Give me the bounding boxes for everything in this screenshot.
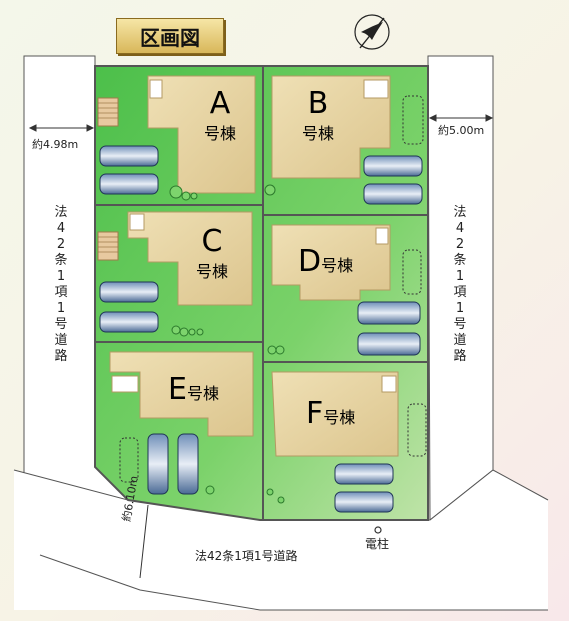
north-compass-icon (354, 14, 390, 50)
lot-C-label: C 号棟 (184, 226, 240, 282)
road-label-char: 法 (54, 205, 68, 220)
road-label-char: 路 (453, 349, 467, 364)
road-label-char: 路 (54, 349, 68, 364)
lot-A-letter: A (209, 86, 231, 121)
road-label-char: 号 (453, 317, 467, 332)
lot-C-letter: C (201, 224, 223, 259)
plan-title: 区画図 (116, 18, 224, 54)
lot-F-letter: F (306, 396, 324, 431)
lot-C-suffix: 号棟 (195, 262, 228, 281)
road-label-char: 1 (455, 301, 465, 316)
road-label-char: 法 (453, 205, 467, 220)
bottom-road-far-edge (39, 554, 548, 611)
right-road-width: 約5.00m (438, 124, 485, 137)
road-label-char: 項 (453, 285, 467, 300)
road-label-char: 条 (453, 253, 467, 268)
road-label-char: 2 (56, 237, 66, 252)
lot-F-label: F号棟 (306, 396, 355, 431)
lot-A-label: A 号棟 (192, 88, 248, 144)
road-label-char: 1 (56, 301, 66, 316)
watermark: センター (438, 588, 510, 608)
road-label-char: 号 (54, 317, 68, 332)
road-label-char: 道 (54, 333, 68, 348)
lot-B-label: B 号棟 (290, 88, 346, 144)
lot-F-suffix: 号棟 (323, 408, 356, 427)
road-label-char: 2 (455, 237, 465, 252)
road-label-char: 4 (455, 221, 465, 236)
left-road-width: 約4.98m (32, 138, 79, 151)
road-label-char: 項 (54, 285, 68, 300)
road-label-char: 1 (455, 269, 465, 284)
lot-D-suffix: 号棟 (321, 256, 354, 275)
utility-pole-label: 電柱 (365, 537, 390, 551)
road-label-char: 4 (56, 221, 66, 236)
road-label-char: 1 (56, 269, 66, 284)
lot-D-label: D号棟 (298, 244, 353, 279)
lot-D-letter: D (298, 244, 322, 279)
lot-E-label: E号棟 (168, 372, 219, 407)
building-F (271, 371, 399, 457)
bottom-road-label: 法42条1項1号道路 (195, 549, 298, 563)
building-E (109, 351, 254, 437)
lot-B-letter: B (307, 86, 329, 121)
cars (99, 145, 423, 513)
utility-pole (374, 526, 382, 534)
building-C (127, 211, 253, 306)
road-label-char: 条 (54, 253, 68, 268)
lot-A-suffix: 号棟 (203, 124, 236, 143)
lot-E-letter: E (168, 372, 187, 407)
lot-B-suffix: 号棟 (301, 124, 334, 143)
building-D (271, 224, 391, 301)
lot-E-suffix: 号棟 (186, 384, 219, 403)
building-B (271, 75, 391, 179)
road-label-char: 道 (453, 333, 467, 348)
